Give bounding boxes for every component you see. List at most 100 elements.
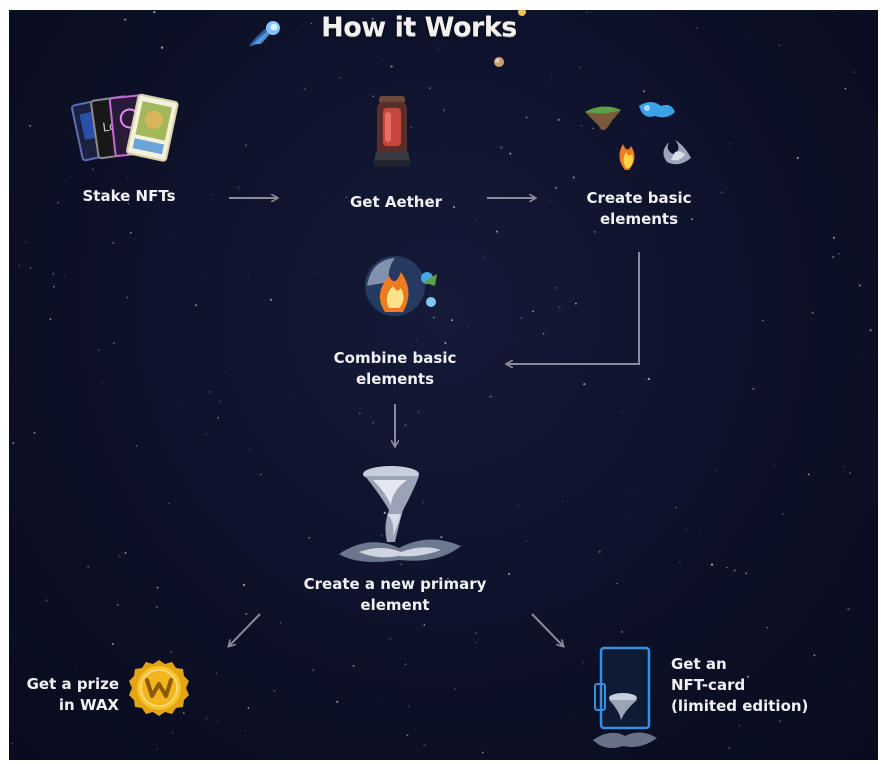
star xyxy=(381,700,383,701)
star xyxy=(399,657,401,659)
star xyxy=(57,201,60,204)
star xyxy=(567,713,569,715)
star xyxy=(53,286,55,288)
star xyxy=(303,87,306,90)
star xyxy=(489,395,492,398)
star xyxy=(97,349,100,352)
star xyxy=(766,626,768,629)
star xyxy=(263,102,265,104)
star xyxy=(407,705,410,708)
star xyxy=(574,302,577,305)
star xyxy=(29,124,32,127)
star xyxy=(706,318,707,320)
star xyxy=(244,144,247,147)
star xyxy=(726,566,728,569)
star xyxy=(404,663,407,666)
star xyxy=(321,197,323,199)
planet-icon xyxy=(494,57,504,67)
star xyxy=(237,186,240,189)
star xyxy=(370,415,372,417)
star xyxy=(517,504,520,507)
star xyxy=(336,700,339,703)
star xyxy=(781,358,783,360)
star xyxy=(20,193,22,195)
star xyxy=(437,48,439,50)
star xyxy=(451,319,454,322)
star xyxy=(393,389,395,391)
star xyxy=(170,651,172,653)
star xyxy=(116,603,119,607)
star xyxy=(75,670,77,672)
star xyxy=(546,116,548,118)
star xyxy=(547,84,548,85)
star xyxy=(11,742,14,745)
star xyxy=(390,65,393,68)
star xyxy=(135,445,138,447)
star xyxy=(338,77,341,79)
star xyxy=(847,607,850,611)
star xyxy=(312,669,315,672)
star xyxy=(807,473,810,476)
star xyxy=(525,116,528,119)
star xyxy=(461,177,463,178)
star xyxy=(440,536,443,539)
star xyxy=(314,272,315,273)
star xyxy=(228,365,230,366)
star xyxy=(372,421,375,424)
star xyxy=(849,679,851,681)
star xyxy=(620,20,622,22)
star xyxy=(9,374,10,377)
star xyxy=(517,340,519,342)
star xyxy=(686,529,688,531)
star xyxy=(798,574,800,576)
star xyxy=(101,381,103,383)
star xyxy=(638,249,640,251)
star xyxy=(129,231,132,234)
star xyxy=(813,654,816,657)
star xyxy=(52,273,54,275)
star xyxy=(182,405,184,407)
star xyxy=(562,500,563,502)
star-sparkle-icon xyxy=(518,10,526,16)
star xyxy=(33,431,36,434)
step-stake-nfts-label: Stake NFTs xyxy=(82,187,176,205)
star xyxy=(620,630,624,634)
starfield-background xyxy=(9,10,872,760)
star xyxy=(774,465,775,467)
star xyxy=(631,488,633,490)
star xyxy=(467,716,469,718)
flow-arrows xyxy=(9,10,640,760)
star xyxy=(155,37,156,39)
star xyxy=(490,27,492,29)
star xyxy=(644,378,647,380)
star xyxy=(427,16,429,18)
star xyxy=(492,434,493,436)
star xyxy=(728,747,731,750)
step-create-basic-elements-label: Create basic elements xyxy=(586,189,692,228)
star xyxy=(91,168,95,171)
aether-canister-icon xyxy=(373,96,411,166)
star xyxy=(849,472,851,474)
star xyxy=(853,223,855,225)
star xyxy=(412,197,414,200)
star xyxy=(500,146,503,149)
star xyxy=(354,212,356,215)
outcome-nft-card-label: Get an NFT-card (limited edition) xyxy=(671,655,809,715)
star xyxy=(260,473,262,476)
star xyxy=(308,537,310,539)
star xyxy=(106,255,108,257)
star xyxy=(747,33,748,34)
star xyxy=(212,194,214,196)
star xyxy=(590,11,591,13)
arrow-to-prize xyxy=(229,613,261,646)
star xyxy=(170,237,172,239)
star xyxy=(345,196,347,198)
star xyxy=(360,176,362,179)
star xyxy=(389,638,392,640)
star xyxy=(716,469,718,472)
star xyxy=(474,631,477,635)
star xyxy=(295,30,297,31)
star xyxy=(118,555,121,558)
star xyxy=(224,371,225,373)
star xyxy=(269,298,273,301)
